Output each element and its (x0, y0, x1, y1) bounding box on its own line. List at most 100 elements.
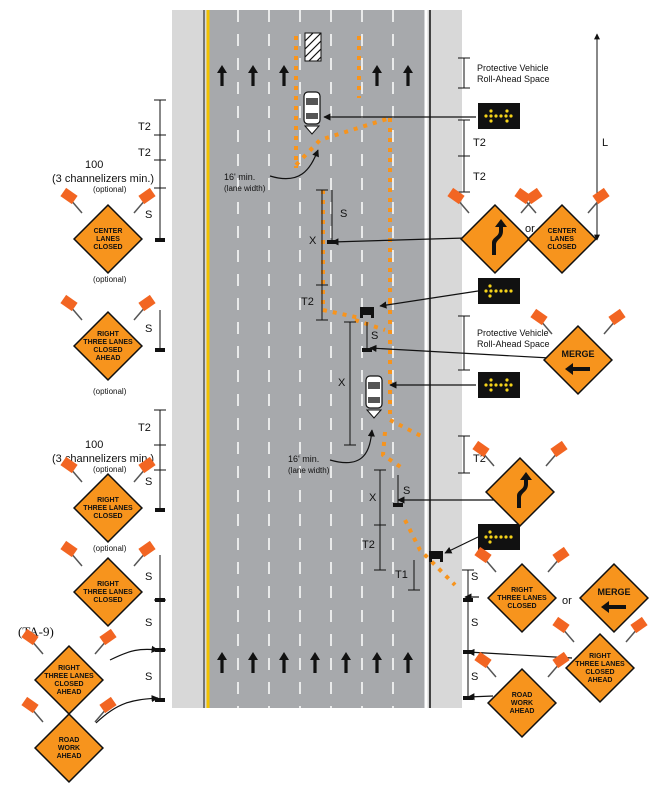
optional-label: (optional) (93, 185, 127, 194)
sign-lane-shift (471, 440, 569, 527)
notes: 16' min. (lane width) 16' min. (lane wid… (93, 63, 550, 553)
svg-text:AHEAD: AHEAD (588, 677, 613, 684)
merge-arrow-icon (601, 601, 626, 613)
svg-text:WORK: WORK (511, 700, 533, 707)
arrow-board-icon (478, 103, 520, 129)
svg-text:AHEAD: AHEAD (96, 355, 121, 362)
pointer-lines (95, 113, 573, 724)
sign-center-lanes-closed: CENTER LANES CLOSED (513, 187, 611, 274)
roll-ahead-label: Roll-Ahead Space (477, 339, 550, 349)
lane-width-label: (lane width) (288, 466, 330, 475)
svg-text:RIGHT: RIGHT (97, 331, 120, 338)
s-label: S (340, 208, 347, 220)
svg-text:MERGE: MERGE (597, 587, 630, 597)
arrow-board-icon (478, 278, 520, 304)
x-label: X (369, 492, 377, 504)
sign-right-three-lanes-closed-ahead: RIGHT THREE LANES CLOSED AHEAD (59, 294, 157, 381)
arrow-board-icon (478, 372, 520, 398)
right-dimension-ticks (327, 240, 473, 700)
merge-arrow-icon (565, 363, 590, 375)
s-label: S (403, 485, 410, 497)
roll-ahead-label: Roll-Ahead Space (477, 74, 550, 84)
s-label: S (145, 617, 152, 629)
left-dimension-ticks (155, 238, 165, 702)
svg-text:WORK: WORK (58, 745, 80, 752)
channelizers-note: (3 channelizers min.) (52, 453, 154, 465)
svg-text:AHEAD: AHEAD (510, 708, 535, 715)
svg-text:LANES: LANES (550, 236, 574, 243)
svg-text:CENTER: CENTER (94, 228, 123, 235)
s-label: S (145, 209, 152, 221)
svg-text:CLOSED: CLOSED (585, 669, 614, 676)
channelizers-100-label: 100 (85, 159, 103, 171)
lane-shift-icon (492, 219, 507, 255)
svg-text:THREE LANES: THREE LANES (44, 673, 94, 680)
truck-icon (360, 307, 374, 318)
lane-width-label: (lane width) (224, 184, 266, 193)
t2-label: T2 (138, 121, 151, 133)
svg-text:AHEAD: AHEAD (57, 753, 82, 760)
arrow-board-icon (478, 524, 520, 550)
dimension-labels: T2 T2 100 (3 channelizers min.) S S T2 1… (18, 121, 608, 683)
svg-text:ROAD: ROAD (59, 737, 80, 744)
svg-text:MERGE: MERGE (561, 349, 594, 359)
svg-text:CLOSED: CLOSED (507, 603, 536, 610)
t2-label: T2 (138, 147, 151, 159)
sign-road-work-ahead: ROAD WORK AHEAD (20, 696, 118, 783)
car-icon (303, 91, 321, 135)
svg-text:RIGHT: RIGHT (97, 581, 120, 588)
protective-vehicle-label: Protective Vehicle (477, 63, 549, 73)
svg-text:CLOSED: CLOSED (93, 244, 122, 251)
optional-label: (optional) (93, 387, 127, 396)
truck-icon (429, 551, 443, 562)
svg-text:THREE LANES: THREE LANES (575, 661, 625, 668)
sign-right-three-lanes-closed: RIGHT THREE LANES CLOSED (59, 540, 157, 627)
svg-text:RIGHT: RIGHT (511, 587, 534, 594)
svg-text:THREE LANES: THREE LANES (83, 339, 133, 346)
min-16-label: 16' min. (288, 454, 319, 464)
optional-label: (optional) (93, 275, 127, 284)
s-label: S (145, 323, 152, 335)
right-dimension-lines (316, 33, 600, 700)
right-shoulder (427, 10, 462, 708)
sign-road-work-ahead: ROAD WORK AHEAD (473, 651, 571, 738)
channelizers-100-label: 100 (85, 439, 103, 451)
svg-text:THREE LANES: THREE LANES (83, 505, 133, 512)
svg-text:LANES: LANES (96, 236, 120, 243)
svg-text:CENTER: CENTER (548, 228, 577, 235)
or-label: or (562, 595, 572, 607)
svg-text:RIGHT: RIGHT (97, 497, 120, 504)
sign-merge: MERGE (579, 563, 649, 633)
svg-text:CLOSED: CLOSED (93, 347, 122, 354)
svg-text:CLOSED: CLOSED (547, 244, 576, 251)
svg-text:THREE LANES: THREE LANES (497, 595, 547, 602)
sign-right-three-lanes-closed: RIGHT THREE LANES CLOSED (473, 546, 571, 633)
s-label: S (371, 330, 378, 342)
svg-text:AHEAD: AHEAD (57, 689, 82, 696)
left-shoulder (172, 10, 207, 708)
svg-text:RIGHT: RIGHT (589, 653, 612, 660)
channelizers-note: (3 channelizers min.) (52, 173, 154, 185)
sign-right-three-lanes-closed-ahead: RIGHT THREE LANES CLOSED AHEAD (20, 628, 118, 715)
s-label: S (145, 476, 152, 488)
t2-label: T2 (138, 422, 151, 434)
or-label: or (525, 223, 535, 235)
x-label: X (338, 377, 346, 389)
t2-label: T2 (362, 539, 375, 551)
sign-right-three-lanes-closed: RIGHT THREE LANES CLOSED (59, 456, 157, 543)
s-label: S (471, 571, 478, 583)
protective-vehicle-label: Protective Vehicle (477, 328, 549, 338)
optional-label: (optional) (93, 544, 127, 553)
svg-text:ROAD: ROAD (512, 692, 533, 699)
svg-text:RIGHT: RIGHT (58, 665, 81, 672)
svg-text:CLOSED: CLOSED (54, 681, 83, 688)
s-label: S (471, 617, 478, 629)
t2-label: T2 (301, 296, 314, 308)
work-area-hatch (304, 32, 322, 62)
lane-lines (237, 10, 394, 708)
x-label: X (309, 235, 317, 247)
min-16-label: 16' min. (224, 172, 255, 182)
roadway (172, 10, 462, 708)
l-label: L (602, 137, 608, 149)
